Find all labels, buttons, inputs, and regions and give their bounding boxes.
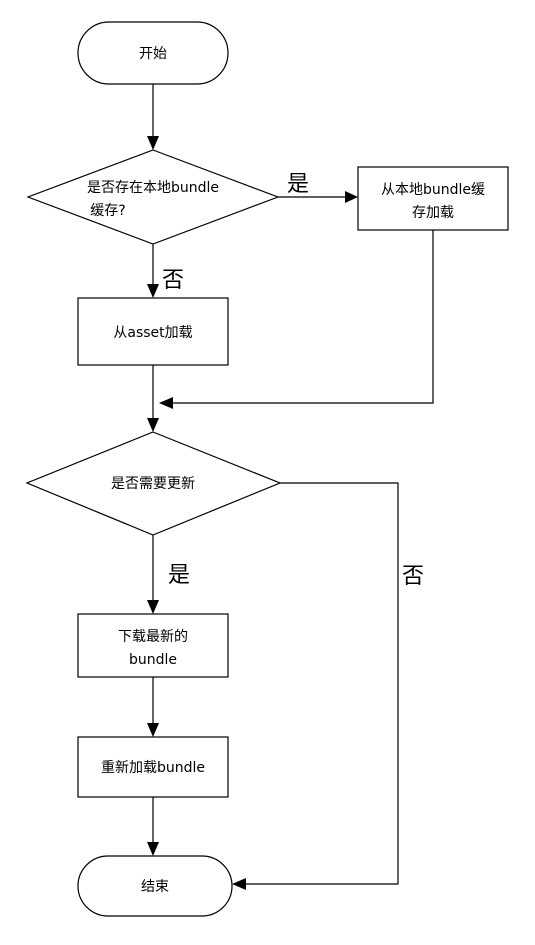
arrow-head: [159, 397, 173, 409]
load-local-label-line1: 从本地bundle缓: [381, 182, 485, 198]
arrow-head: [147, 136, 159, 150]
edge-label-update-yes: 是: [168, 563, 190, 588]
download-label-line1: 下载最新的: [118, 629, 188, 645]
load-local-label-line2: 存加载: [412, 205, 454, 221]
edge-cache-yes: 是: [278, 172, 358, 203]
end-node-shape: [77, 855, 233, 917]
load-local-node: 从本地bundle缓 存加载: [357, 166, 509, 231]
edge-update-yes: 是: [147, 535, 190, 614]
arrow-head: [232, 878, 246, 890]
edge-line: [243, 482, 399, 885]
download-node: 下载最新的 bundle: [77, 613, 229, 678]
update-check-decision: 是否需要更新: [25, 431, 282, 536]
edge-line: [170, 230, 434, 404]
arrow-head: [147, 842, 159, 856]
edge-update-no: 否: [232, 482, 424, 890]
load-asset-node-shape: [77, 297, 229, 366]
download-node-shape: [77, 613, 229, 678]
cache-check-decision-shape: [26, 149, 280, 245]
end-node-label: 结束: [141, 879, 169, 895]
arrow-head: [345, 191, 358, 203]
edge-reload-to-end: [147, 797, 159, 856]
edge-label-update-no: 否: [402, 564, 424, 589]
edge-load-local-to-merge: [159, 230, 434, 409]
arrow-head: [147, 418, 159, 432]
reload-node: 重新加载bundle: [77, 736, 229, 798]
update-check-label: 是否需要更新: [111, 476, 195, 492]
arrow-head: [147, 600, 159, 614]
edge-start-to-cache-check: [147, 84, 159, 150]
cache-check-label-line1: 是否存在本地bundle: [87, 180, 219, 196]
cache-check-label-line2: 缓存?: [90, 203, 125, 219]
load-asset-label: 从asset加载: [113, 325, 192, 341]
edge-label-cache-no: 否: [162, 268, 184, 293]
arrow-head: [147, 723, 159, 737]
load-asset-node: 从asset加载: [77, 297, 229, 366]
load-local-node-shape: [357, 166, 509, 231]
edge-download-to-reload: [147, 677, 159, 737]
edge-label-cache-yes: 是: [287, 172, 309, 197]
start-node-label: 开始: [139, 46, 167, 62]
end-node: 结束: [77, 855, 233, 917]
edge-load-asset-to-update-check: [147, 365, 159, 432]
start-node: 开始: [77, 21, 229, 85]
cache-check-decision: 是否存在本地bundle 缓存?: [26, 149, 280, 245]
edge-cache-no: 否: [147, 244, 184, 298]
reload-label: 重新加载bundle: [101, 760, 205, 776]
arrow-head: [147, 284, 159, 298]
download-label-line2: bundle: [129, 652, 177, 668]
